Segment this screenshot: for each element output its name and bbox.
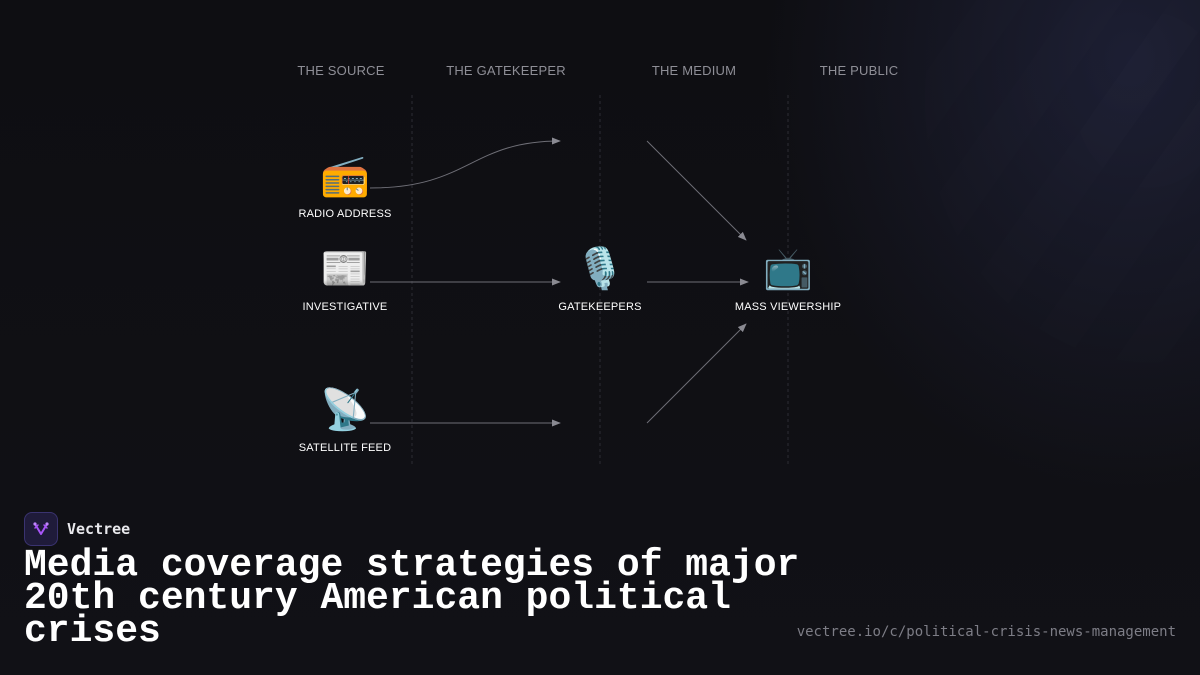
node-radio-address: 📻 RADIO ADDRESS (255, 152, 435, 220)
source-url[interactable]: vectree.io/c/political-crisis-news-manag… (796, 624, 1176, 640)
node-gatekeepers: 🎙️ GATEKEEPERS (510, 245, 690, 313)
microphone-icon: 🎙️ (575, 247, 625, 291)
newspaper-icon: 📰 (320, 247, 370, 291)
column-header-public: THE PUBLIC (819, 63, 899, 78)
node-satellite-feed: 📡 SATELLITE FEED (255, 386, 435, 454)
brand-name: Vectree (67, 520, 131, 538)
satellite-dish-icon: 📡 (320, 388, 370, 432)
page-title: Media coverage strategies of major 20th … (24, 544, 800, 653)
column-header-source: THE SOURCE (297, 63, 385, 78)
connector-radio-to-gatekeeper (369, 137, 561, 189)
connector-upper-to-mass (646, 140, 747, 241)
column-header-medium: THE MEDIUM (651, 63, 737, 78)
node-label: INVESTIGATIVE (302, 301, 388, 313)
column-header-gatekeeper: THE GATEKEEPER (446, 63, 566, 78)
node-label: SATELLITE FEED (298, 442, 392, 454)
node-mass-viewership: 📺 MASS VIEWERSHIP (698, 245, 878, 313)
node-investigative: 📰 INVESTIGATIVE (255, 245, 435, 313)
radio-icon: 📻 (320, 154, 370, 198)
node-label: RADIO ADDRESS (298, 208, 392, 220)
vectree-logo-icon (24, 512, 58, 546)
brand[interactable]: Vectree (24, 512, 130, 546)
node-label: MASS VIEWERSHIP (734, 301, 842, 313)
node-label: GATEKEEPERS (558, 301, 642, 313)
television-icon: 📺 (763, 247, 813, 291)
connector-lower-to-mass (646, 323, 747, 424)
